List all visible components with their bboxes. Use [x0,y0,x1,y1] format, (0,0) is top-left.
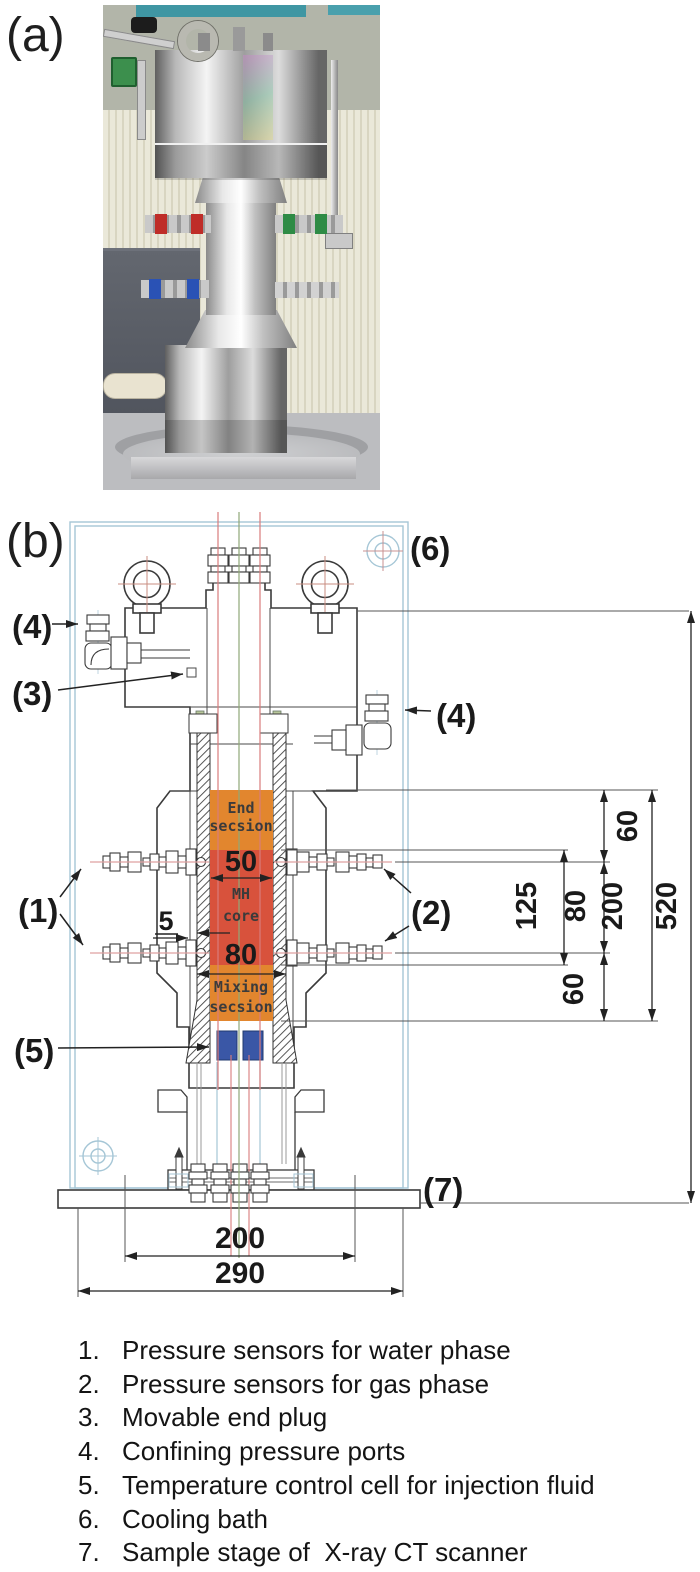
legend-text-7: Sample stage of X-ray CT scanner [122,1537,528,1568]
mixing-section-label-1: Mixing [214,978,268,996]
temperature-cell-blocks [216,1030,264,1061]
dim-5: 5 [158,906,173,936]
extension-lines [77,610,689,1297]
photo-top-stud-3 [263,33,273,51]
legend-item-4: 4. Confining pressure ports [78,1435,678,1469]
legend-text-3: Movable end plug [122,1402,328,1433]
legend-item-1: 1. Pressure sensors for water phase [78,1334,678,1368]
photo-top-cylinder [155,50,327,178]
dim-200-right: 200 [597,882,629,930]
mh-core-block [210,850,273,965]
legend-list: 1. Pressure sensors for water phase 2. Pre… [78,1334,678,1570]
photo-rainbow-reflection [243,55,273,140]
dim-60-top: 60 [612,810,644,842]
photo-teal-strip [136,5,306,17]
callout-4-right: (4) [436,697,476,734]
schematic-drawing: (1) (2) (3) (4) (4) (5) (6) (7) 50 80 5 … [12,512,695,1297]
end-section-block [210,790,273,850]
photo-green-collar-2 [315,214,327,234]
photo-red-collar-2 [191,214,203,234]
photo-skirt [185,310,297,348]
photo-base-plate-front [131,457,356,479]
legend-item-7: 7. Sample stage of X-ray CT scanner [78,1536,678,1570]
bottom-tubes [196,1055,287,1256]
photo-bottom-cylinder [165,345,287,453]
legend-num-2: 2. [78,1368,100,1399]
photo-green-handle [111,57,137,87]
photo-teal-strip-right [328,5,380,15]
dim-520: 520 [651,882,683,930]
callout-2: (2) [411,894,451,931]
photo-blue-collar-1 [149,279,161,299]
legend-text-2: Pressure sensors for gas phase [122,1368,490,1399]
confining-port-left [84,610,190,674]
callout-arrows [52,620,432,1052]
dim-200-bottom: 200 [215,1222,265,1255]
legend-item-3: 3. Movable end plug [78,1401,678,1435]
photo-left-tube [137,60,146,140]
legend-text-6: Cooling bath [122,1503,268,1534]
legend-item-6: 6. Cooling bath [78,1503,678,1537]
photo-right-pipe [331,60,338,240]
vessel-internal-lines [170,608,357,1062]
bottom-flange [157,1089,325,1170]
eye-bolt-crosshairs [118,556,354,612]
dimension-lines [78,611,695,1295]
photo-red-collar-1 [155,214,167,234]
legend-num-3: 3. [78,1402,100,1433]
photo-right-elbow [325,233,353,249]
legend-text-1: Pressure sensors for water phase [122,1335,511,1365]
dim-80-mid: 80 [560,890,592,922]
dim-290: 290 [215,1257,265,1290]
legend-text-4: Confining pressure ports [122,1436,406,1467]
legend-text-5: Temperature control cell for injection f… [122,1469,595,1500]
legend-item-5: 5. Temperature control cell for injection… [78,1469,678,1503]
callout-5: (5) [14,1032,54,1069]
end-section-label-1: End [227,799,254,817]
dim-60-bottom: 60 [558,973,590,1005]
photo-top-stud-2 [233,27,245,51]
photo-cream-pipe [103,373,167,399]
centerlines [217,512,261,1258]
legend-num-6: 6. [78,1503,100,1534]
photo-blue-collar-2 [187,279,199,299]
photo-eye-bolt [178,21,218,61]
photo-top-stud-1 [198,33,210,51]
photo-apparatus [103,5,380,490]
photo-black-knob [131,17,157,33]
legend-num-7: 7. [78,1537,100,1568]
panel-a-label: (a) [6,9,65,62]
legend-item-2: 2. Pressure sensors for gas phase [78,1368,678,1402]
panel-b-label: (b) [6,515,65,568]
callout-7: (7) [423,1171,463,1208]
mh-core-label-2: core [223,907,259,925]
mixing-section-label-2: secsion [209,998,272,1016]
end-section-label-2: secsion [209,817,272,835]
datum-target-icon-bottom [79,1137,117,1175]
bottom-nut-stacks [188,1163,270,1203]
photo-sensor-row2-right [275,282,339,298]
confining-port-right [314,690,392,756]
callout-3: (3) [12,675,52,712]
callout-1: (1) [18,892,58,929]
photo-neck [195,173,287,203]
legend-num-4: 4. [78,1436,100,1467]
photo-top-cylinder-seam [155,143,327,180]
datum-target-icon [363,531,403,571]
photo-bottom-cylinder-band [165,420,287,453]
dim-50: 50 [225,846,257,878]
dim-125: 125 [511,882,543,930]
legend-num-5: 5. [78,1469,100,1500]
sensor-axis-lines [90,861,392,954]
mh-core-label-1: MH [232,885,250,903]
sleeve-top-brackets [188,710,289,734]
photo-mid-column [206,200,276,315]
callout-4-left: (4) [12,608,52,645]
dim-80-core: 80 [225,939,257,971]
legend-num-1: 1. [78,1335,100,1365]
photo-green-collar-1 [283,214,295,234]
callout-6: (6) [410,530,450,567]
bottom-pins [168,1146,314,1190]
